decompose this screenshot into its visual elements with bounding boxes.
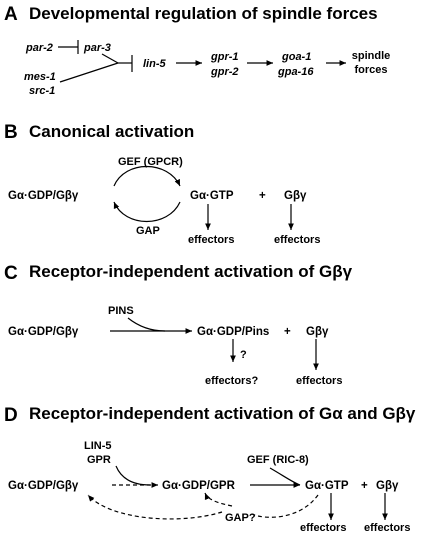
panel-b-letter: B	[4, 122, 18, 143]
panel-c-letter: C	[4, 263, 18, 284]
c-ga-pins: Gα·GDP/Pins	[197, 326, 269, 338]
panel-c-title: Receptor-independent activation of Gβγ	[29, 262, 353, 281]
b-plus: +	[259, 190, 266, 202]
gpa-16-gene: gpa-16	[277, 66, 314, 78]
d-effectors-2: effectors	[364, 522, 410, 534]
panel-b-connectors	[113, 165, 294, 230]
panel-d-title: Receptor-independent activation of Gα an…	[29, 404, 416, 423]
d-gpr-label: GPR	[87, 454, 111, 466]
c-effectors-1: effectors?	[205, 375, 258, 387]
d-gap-label: GAP?	[225, 512, 256, 524]
mes-1-gene: mes-1	[24, 71, 56, 83]
pins-label: PINS	[108, 305, 134, 317]
gpr-1-gene: gpr-1	[210, 51, 239, 63]
spindle-forces-label-1: spindle	[352, 50, 391, 62]
b-ga-gtp: Gα·GTP	[190, 190, 234, 202]
d-plus: +	[361, 480, 368, 492]
b-gap-label: GAP	[136, 225, 160, 237]
c-heterotrimer: Gα·GDP/Gβγ	[8, 326, 79, 338]
d-ga-gpr: Gα·GDP/GPR	[162, 480, 236, 492]
panel-a-title: Developmental regulation of spindle forc…	[29, 4, 378, 23]
c-gbg: Gβγ	[306, 326, 329, 338]
d-heterotrimer: Gα·GDP/Gβγ	[8, 480, 79, 492]
d-lin-5-label: LIN-5	[84, 440, 112, 452]
c-plus: +	[284, 326, 291, 338]
d-effectors-1: effectors	[300, 522, 346, 534]
panel-a-letter: A	[4, 4, 18, 25]
goa-1-gene: goa-1	[281, 51, 311, 63]
c-effectors-2: effectors	[296, 375, 342, 387]
b-effectors-2: effectors	[274, 234, 320, 246]
src-1-gene: src-1	[29, 85, 55, 97]
b-gbg: Gβγ	[284, 190, 307, 202]
panel-c-connectors	[110, 317, 319, 370]
d-ga-gtp: Gα·GTP	[305, 480, 349, 492]
panel-d-connectors	[87, 465, 388, 520]
d-gbg: Gβγ	[376, 480, 399, 492]
gpr-2-gene: gpr-2	[210, 66, 239, 78]
b-effectors-1: effectors	[188, 234, 234, 246]
panel-d-letter: D	[4, 405, 18, 426]
par-2-gene: par-2	[25, 42, 53, 54]
gef-gpcr-label: GEF (GPCR)	[118, 156, 183, 168]
panel-b-title: Canonical activation	[29, 122, 194, 141]
b-heterotrimer: Gα·GDP/Gβγ	[8, 190, 79, 202]
d-gef-label: GEF (RIC-8)	[247, 454, 309, 466]
spindle-forces-label-2: forces	[354, 64, 387, 76]
panel-a-connectors	[58, 40, 346, 83]
par-3-gene: par-3	[83, 42, 111, 54]
c-question: ?	[240, 349, 247, 361]
lin-5-gene: lin-5	[143, 58, 166, 70]
